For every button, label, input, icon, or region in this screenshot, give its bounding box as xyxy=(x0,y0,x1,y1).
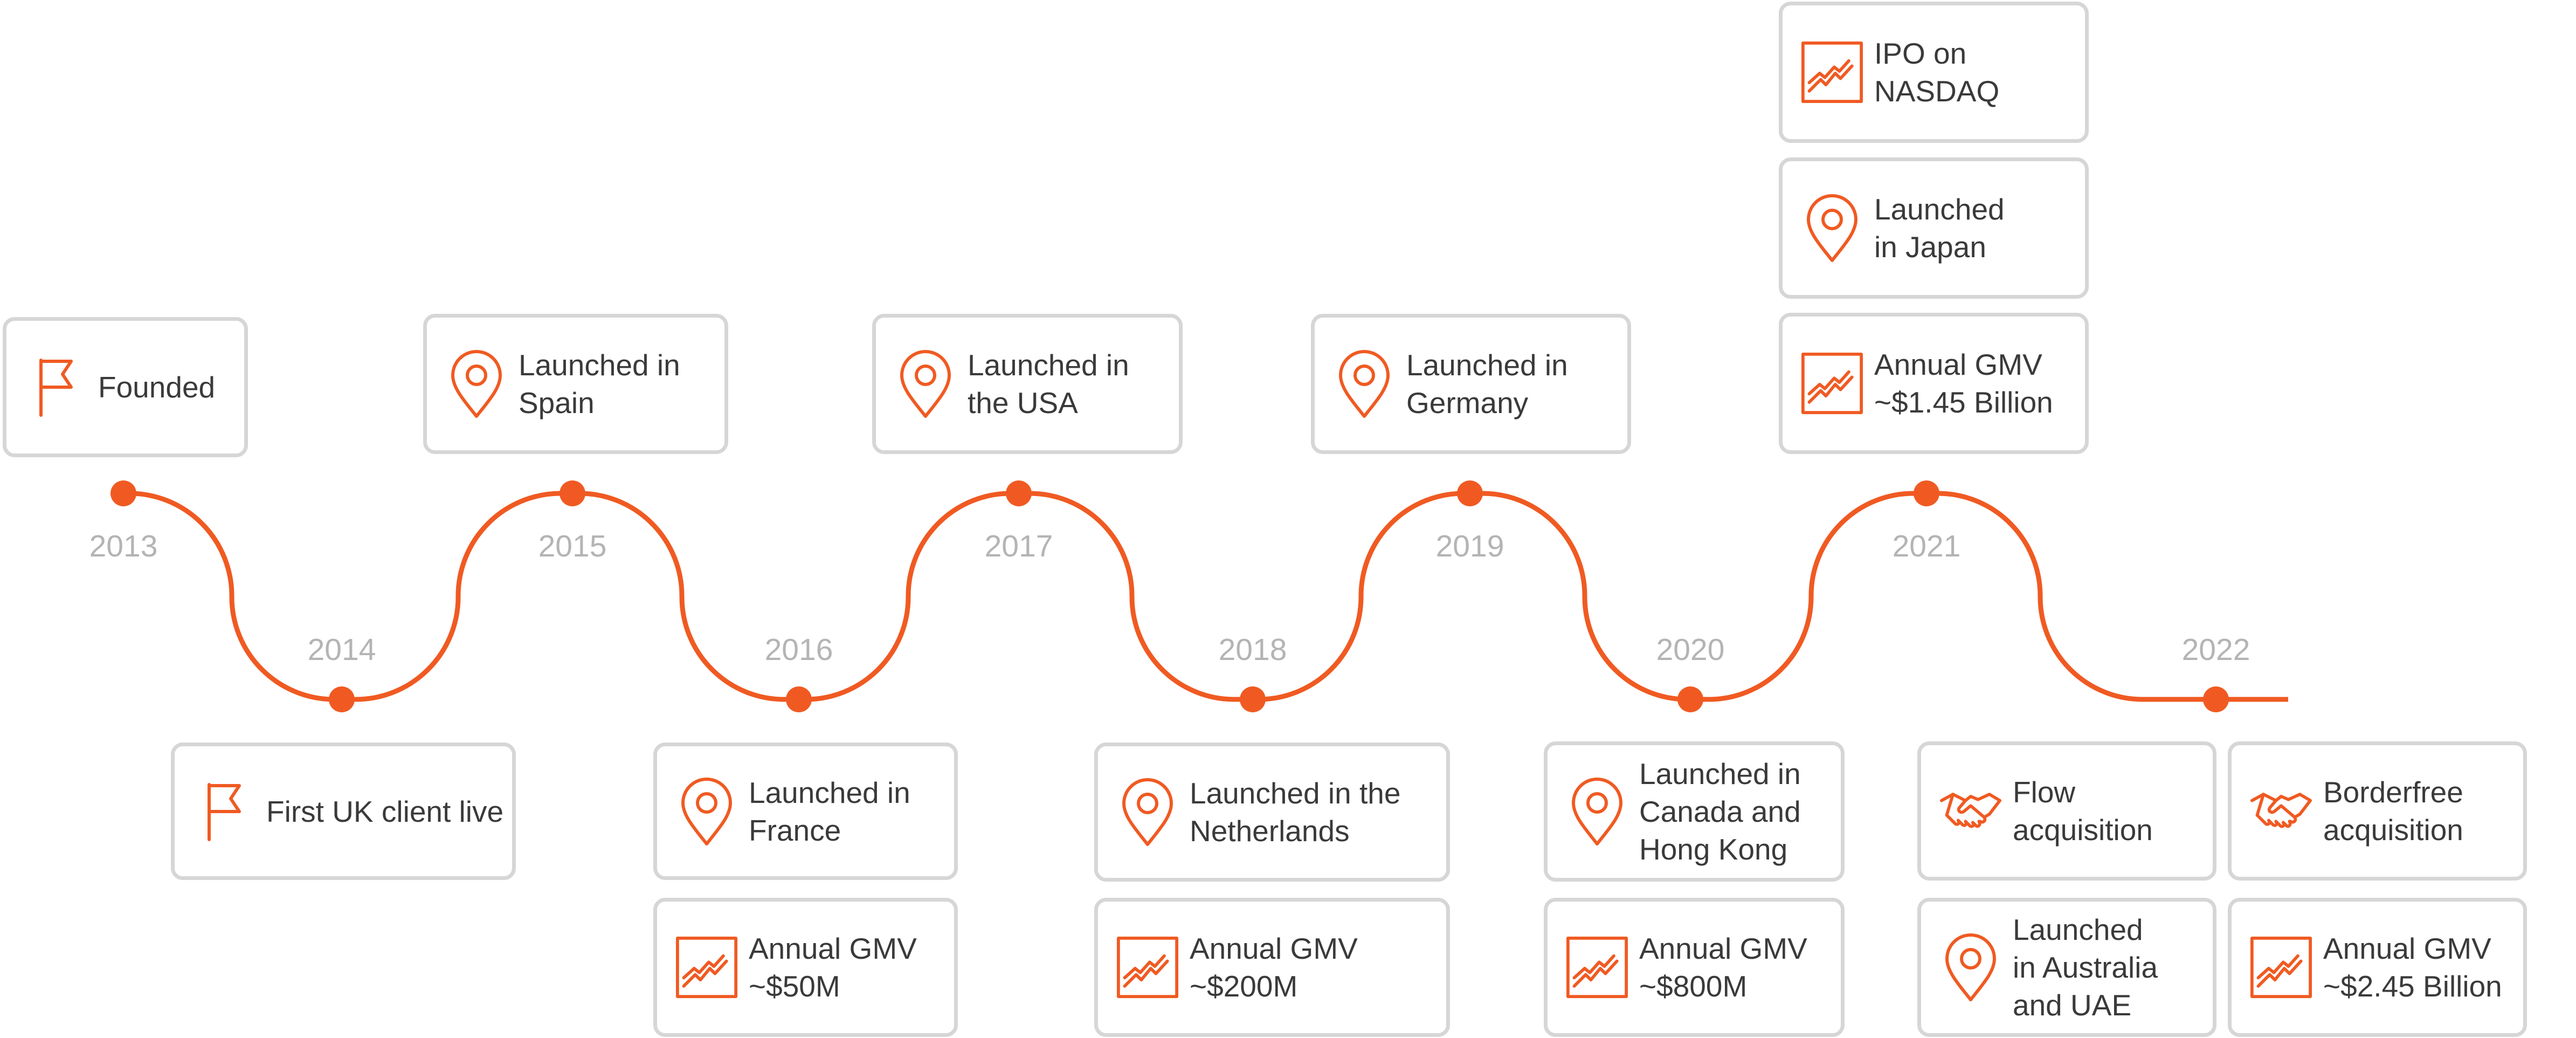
location-pin-icon xyxy=(1333,349,1396,419)
milestone-card: Annual GMV ~$1.45 Billion xyxy=(1779,313,2089,454)
milestone-card: Launched in Australia and UAE xyxy=(1917,898,2216,1037)
growth-chart-icon xyxy=(675,932,738,1002)
milestone-card: Annual GMV ~$200M xyxy=(1094,898,1450,1037)
timeline-dot xyxy=(560,480,585,506)
milestone-card: Launched in France xyxy=(653,743,958,880)
year-label: 2017 xyxy=(984,529,1053,563)
milestone-label: Launched in Australia and UAE xyxy=(2013,913,2158,1022)
location-pin-icon xyxy=(675,776,738,847)
milestone-card: Annual GMV ~$800M xyxy=(1544,898,1845,1037)
milestone-card: IPO on NASDAQ xyxy=(1779,2,2089,143)
location-pin-icon xyxy=(1939,932,2002,1002)
location-pin-icon xyxy=(894,349,957,419)
milestone-label: Annual GMV ~$50M xyxy=(749,932,917,1003)
location-pin-icon xyxy=(445,349,508,419)
milestone-card: Founded xyxy=(3,317,248,457)
growth-chart-icon xyxy=(2250,932,2312,1002)
year-label: 2019 xyxy=(1435,529,1504,563)
milestone-label: Launched in Japan xyxy=(1874,193,2005,264)
year-label: 2018 xyxy=(1218,633,1287,667)
milestone-label: Launched in Canada and Hong Kong xyxy=(1639,757,1801,866)
timeline-dot xyxy=(786,686,812,712)
growth-chart-icon xyxy=(1801,37,1863,107)
milestone-card: Launched in Germany xyxy=(1311,314,1631,454)
milestone-card: Launched in Japan xyxy=(1779,157,2089,299)
timeline-dot xyxy=(329,686,355,712)
milestone-card: Launched in Canada and Hong Kong xyxy=(1544,741,1845,882)
year-label: 2020 xyxy=(1656,633,1725,667)
milestone-label: IPO on NASDAQ xyxy=(1874,37,2000,108)
milestone-card: Launched in the Netherlands xyxy=(1094,743,1450,882)
timeline-dot xyxy=(1006,480,1032,506)
milestone-label: Launched in France xyxy=(749,775,910,847)
milestone-label: Borderfree acquisition xyxy=(2323,775,2463,847)
flag-icon xyxy=(193,776,255,847)
milestone-label: First UK client live xyxy=(266,794,504,828)
year-label: 2015 xyxy=(538,529,607,563)
growth-chart-icon xyxy=(1566,932,1628,1002)
year-label: 2014 xyxy=(307,633,376,667)
milestone-label: Launched in the USA xyxy=(968,348,1129,420)
handshake-icon xyxy=(2250,776,2312,846)
milestone-card: First UK client live xyxy=(171,743,516,880)
location-pin-icon xyxy=(1116,777,1179,847)
timeline-dot xyxy=(1914,480,1939,506)
growth-chart-icon xyxy=(1801,348,1863,418)
year-label: 2022 xyxy=(2181,633,2250,667)
timeline-dot xyxy=(1240,686,1266,712)
milestone-card: Borderfree acquisition xyxy=(2228,741,2527,881)
milestone-card: Launched in Spain xyxy=(423,314,728,454)
milestone-card: Annual GMV ~$2.45 Billion xyxy=(2228,898,2527,1037)
growth-chart-icon xyxy=(1116,932,1179,1002)
milestone-card: Launched in the USA xyxy=(872,314,1183,454)
year-label: 2016 xyxy=(764,633,833,667)
timeline-dot xyxy=(1457,480,1483,506)
milestone-label: Annual GMV ~$800M xyxy=(1639,932,1807,1003)
timeline-dot xyxy=(2203,686,2229,712)
milestone-label: Founded xyxy=(98,370,216,404)
location-pin-icon xyxy=(1801,193,1863,263)
timeline-curve xyxy=(123,491,2288,702)
flag-icon xyxy=(25,352,87,422)
year-label: 2013 xyxy=(89,529,158,563)
timeline-dot xyxy=(1677,686,1703,712)
milestone-label: Annual GMV ~$1.45 Billion xyxy=(1874,348,2053,419)
milestone-label: Flow acquisition xyxy=(2013,775,2153,847)
milestone-label: Launched in Germany xyxy=(1406,348,1568,420)
handshake-icon xyxy=(1939,776,2002,846)
milestone-label: Annual GMV ~$2.45 Billion xyxy=(2323,932,2502,1003)
timeline-dot xyxy=(111,480,136,506)
location-pin-icon xyxy=(1566,776,1628,847)
milestone-label: Launched in the Netherlands xyxy=(1190,776,1401,848)
milestone-label: Annual GMV ~$200M xyxy=(1190,932,1358,1003)
year-label: 2021 xyxy=(1892,529,1961,563)
milestone-label: Launched in Spain xyxy=(519,348,680,420)
milestone-card: Flow acquisition xyxy=(1917,741,2216,881)
milestone-card: Annual GMV ~$50M xyxy=(653,898,958,1037)
